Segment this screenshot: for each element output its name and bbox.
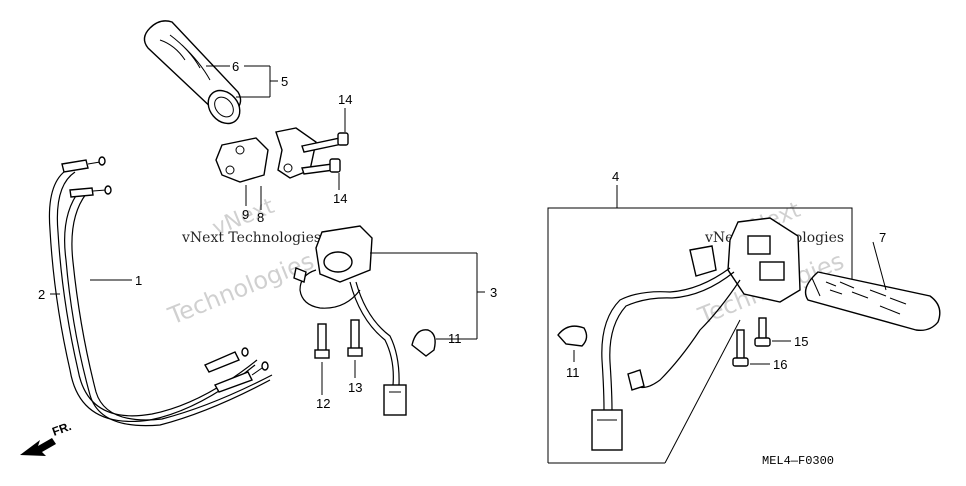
throttle-cables: 1 2 bbox=[38, 156, 273, 427]
callout-5: 5 bbox=[281, 74, 288, 89]
throttle-housing: 9 8 bbox=[215, 127, 317, 225]
callout-11-right: 11 bbox=[566, 365, 580, 380]
right-switch: 3 bbox=[293, 225, 497, 416]
callout-14-top: 14 bbox=[338, 92, 352, 107]
callout-6: 6 bbox=[232, 59, 239, 74]
screws-14: 14 14 bbox=[301, 92, 352, 206]
callout-9: 9 bbox=[242, 207, 249, 222]
fr-label: FR. bbox=[50, 419, 73, 439]
watermark-text-left-big2: Technologies bbox=[163, 247, 317, 331]
watermark-text-left: vNext Technologies bbox=[181, 230, 321, 246]
cable-clamp-left: 11 bbox=[411, 329, 477, 357]
callout-7: 7 bbox=[879, 230, 886, 245]
screws-15-16: 15 16 bbox=[732, 317, 808, 372]
callout-11-left: 11 bbox=[448, 331, 462, 346]
forward-direction-arrow: FR. bbox=[20, 419, 73, 456]
diagram-code: MEL4—F0300 bbox=[762, 454, 834, 468]
left-switch-box: 4 bbox=[547, 169, 853, 464]
callout-1: 1 bbox=[135, 273, 142, 288]
throttle-grip bbox=[143, 20, 242, 125]
screws-12-13: 12 13 bbox=[314, 319, 363, 411]
callout-4: 4 bbox=[612, 169, 619, 184]
grip-callouts: 6 5 bbox=[206, 59, 288, 98]
left-grip: 7 bbox=[804, 230, 941, 332]
callout-12: 12 bbox=[316, 396, 330, 411]
callout-16: 16 bbox=[773, 357, 787, 372]
callout-3: 3 bbox=[490, 285, 497, 300]
callout-8: 8 bbox=[257, 210, 264, 225]
left-switch bbox=[591, 217, 801, 451]
callout-14-bottom: 14 bbox=[333, 191, 347, 206]
callout-13: 13 bbox=[348, 380, 362, 395]
cable-clamp-right: 11 bbox=[557, 325, 588, 380]
callout-2: 2 bbox=[38, 287, 45, 302]
callout-15: 15 bbox=[794, 334, 808, 349]
